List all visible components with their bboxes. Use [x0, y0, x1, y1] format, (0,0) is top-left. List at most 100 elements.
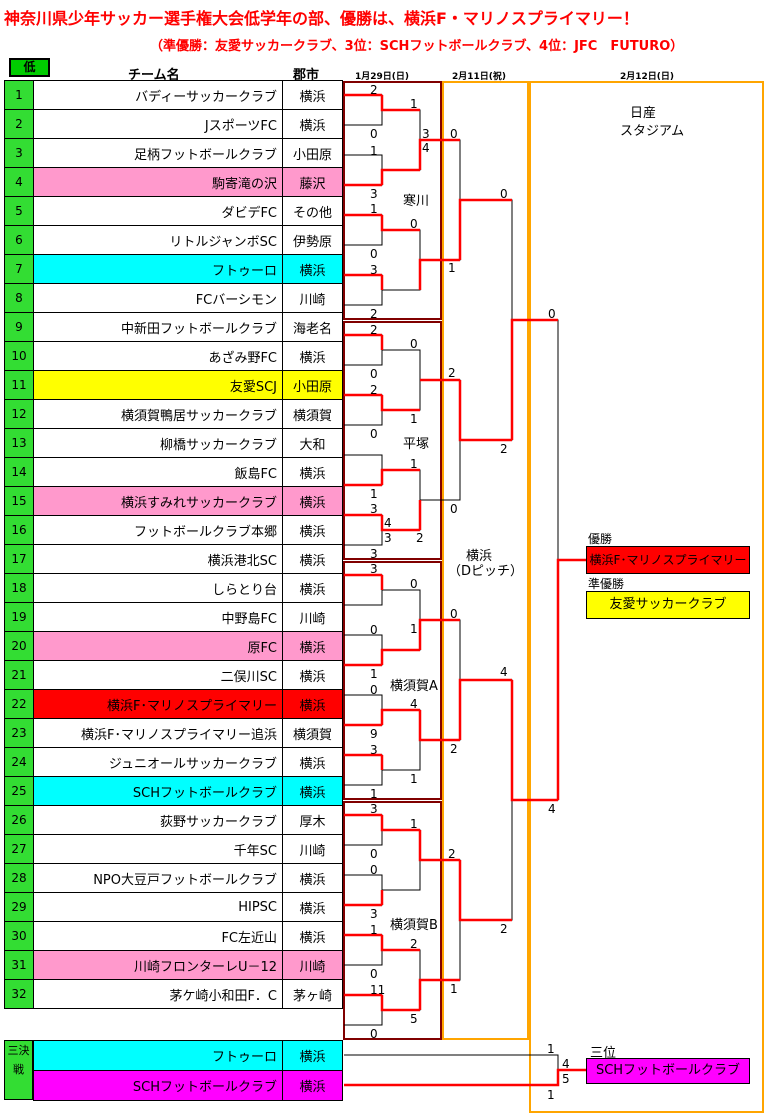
match-score: 1 [410, 622, 418, 636]
match-score: 11 [370, 983, 386, 997]
match-score: 1 [448, 261, 456, 275]
venue-label-yokohama: 横浜 [466, 549, 493, 564]
venue-label-stadium: スタジアム [620, 124, 685, 139]
team-number: 5 [4, 196, 34, 226]
team-city: 川崎 [282, 602, 343, 632]
team-city: 横浜 [282, 486, 343, 516]
team-number: 20 [4, 631, 34, 661]
match-score: 3 [370, 907, 378, 921]
team-number: 25 [4, 776, 34, 806]
match-score: 3 [370, 187, 378, 201]
team-name: 飯島FC [33, 457, 283, 487]
match-score: 1 [370, 487, 378, 501]
team-city: 横浜 [282, 515, 343, 545]
venue-label-hiratsuka: 平塚 [403, 437, 430, 452]
match-score: 4 [410, 697, 418, 711]
match-score: 2 [448, 366, 456, 380]
match-score: 9 [370, 727, 378, 741]
team-name: SCHフットボールクラブ [33, 776, 283, 806]
team-name: 柳橋サッカークラブ [33, 428, 283, 458]
team-name: 横浜すみれサッカークラブ [33, 486, 283, 516]
team-city: その他 [282, 196, 343, 226]
date-header-round2: 2月11日(祝) [452, 72, 507, 82]
match-score: 0 [548, 307, 556, 321]
match-score: 0 [450, 127, 458, 141]
match-score: 0 [370, 623, 378, 637]
team-city: 横浜 [282, 457, 343, 487]
venue-box-kangawa [343, 81, 442, 320]
team-name: 横浜F･マリノスプライマリー追浜 [33, 718, 283, 748]
team-name: 横浜F･マリノスプライマリー [33, 689, 283, 719]
team-city: 横浜 [282, 747, 343, 777]
team-city: 横浜 [282, 109, 343, 139]
third-place-match-label: 三決戦 [4, 1040, 33, 1100]
venue-label-yokosuka-a: 横須賀A [390, 679, 438, 694]
match-score: 0 [450, 502, 458, 516]
team-name: バディーサッカークラブ [33, 80, 283, 110]
match-score: 2 [370, 323, 378, 337]
team-name: 横須賀鴨居サッカークラブ [33, 399, 283, 429]
team-name: 二俣川SC [33, 660, 283, 690]
team-city: 川崎 [282, 283, 343, 313]
match-score: 3 [370, 562, 378, 576]
match-score: 3 [370, 263, 378, 277]
venue-box-yokosuka-b [343, 801, 442, 1040]
match-score: 2 [370, 83, 378, 97]
third-place-team-2-city: 横浜 [282, 1070, 343, 1101]
team-name: リトルジャンボSC [33, 225, 283, 255]
team-city: 横浜 [282, 892, 343, 922]
team-name: FC左近山 [33, 921, 283, 951]
team-city: 伊勢原 [282, 225, 343, 255]
team-number: 30 [4, 921, 34, 951]
team-number: 12 [4, 399, 34, 429]
team-city: 横浜 [282, 80, 343, 110]
match-score: 1 [410, 772, 418, 786]
team-city: 横須賀 [282, 399, 343, 429]
venue-box-hiratsuka [343, 321, 442, 560]
team-city: 横浜 [282, 544, 343, 574]
third-place-team-1: フトゥーロ [33, 1040, 283, 1071]
team-name: 駒寄滝の沢 [33, 167, 283, 197]
match-score: 1 [450, 982, 458, 996]
team-number: 13 [4, 428, 34, 458]
match-score: 3 [384, 531, 392, 545]
venue-label-dpitch: （Dピッチ） [448, 564, 524, 579]
match-score: 2 [450, 742, 458, 756]
match-score: 1 [410, 412, 418, 426]
match-score: 1 [410, 817, 418, 831]
team-number: 6 [4, 225, 34, 255]
match-score: 2 [500, 922, 508, 936]
match-score: 5 [562, 1072, 570, 1086]
team-city: 横浜 [282, 573, 343, 603]
match-score: 0 [370, 967, 378, 981]
match-score: 4 [562, 1057, 570, 1071]
team-city: 横浜 [282, 631, 343, 661]
team-city: 横浜 [282, 863, 343, 893]
team-city: 茅ヶ崎 [282, 979, 343, 1009]
team-number: 2 [4, 109, 34, 139]
venue-label-yokosuka-b: 横須賀B [390, 918, 438, 933]
team-name: 中新田フットボールクラブ [33, 312, 283, 342]
match-score: 0 [370, 1027, 378, 1041]
team-city: 川崎 [282, 950, 343, 980]
team-number: 17 [4, 544, 34, 574]
runner-up-box: 友愛サッカークラブ [586, 591, 750, 619]
team-number: 22 [4, 689, 34, 719]
match-score: 2 [448, 847, 456, 861]
third-place-team-1-city: 横浜 [282, 1040, 343, 1071]
